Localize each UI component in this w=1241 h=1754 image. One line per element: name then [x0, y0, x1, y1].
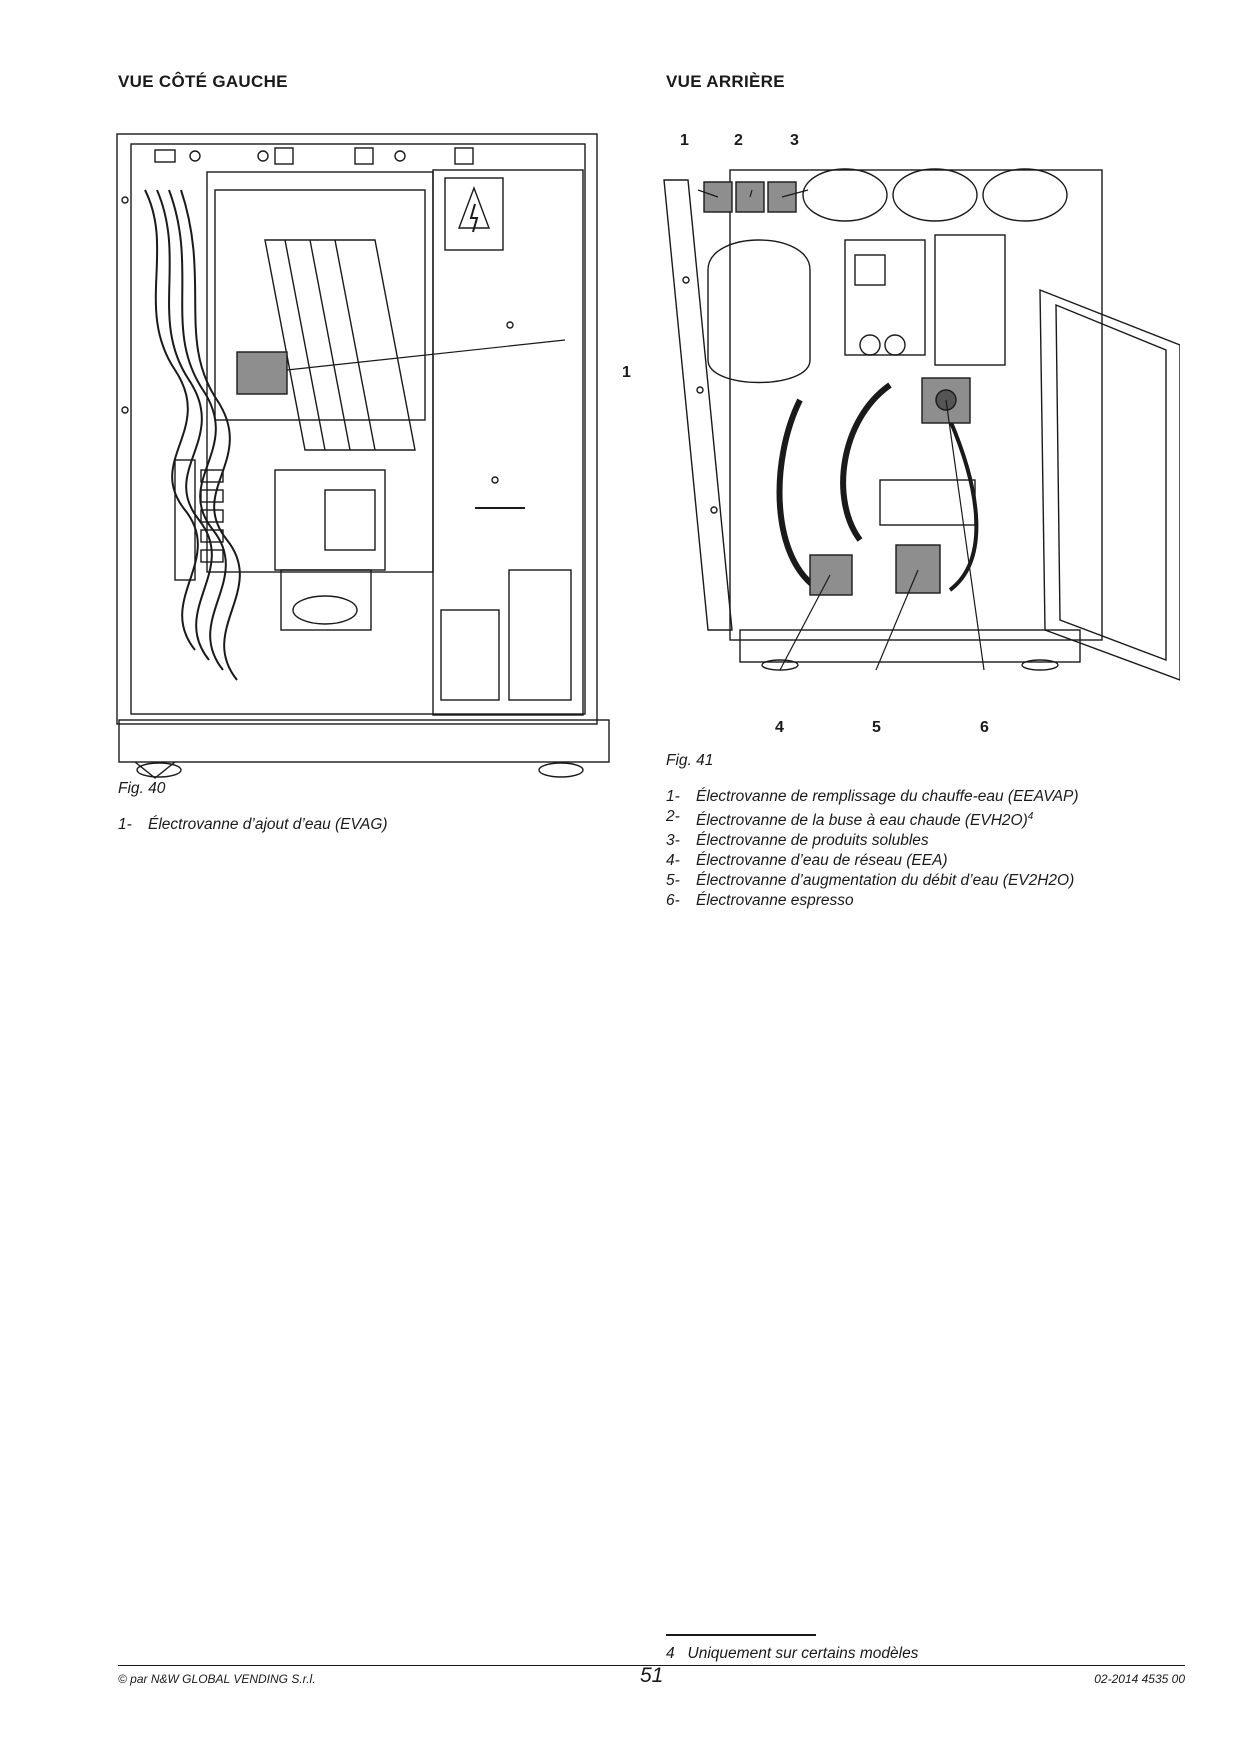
footnote: 4 Uniquement sur certains modèles [666, 1645, 918, 1663]
left-legend: 1- Électrovanne d’ajout d’eau (EVAG) [118, 815, 388, 835]
legend-number: 4- [666, 852, 680, 870]
legend-text: Électrovanne d’eau de réseau (EEA) [696, 852, 948, 870]
right-legend: 1- Électrovanne de remplissage du chauff… [666, 787, 1079, 911]
legend-number: 5- [666, 872, 680, 890]
legend-number: 3- [666, 832, 680, 850]
right-callout-5: 5 [872, 719, 881, 736]
right-callout-6: 6 [980, 719, 989, 736]
right-legend-item: 5- Électrovanne d’augmentation du débit … [666, 871, 1079, 891]
left-figure-caption: Fig. 40 [118, 780, 166, 797]
right-figure-caption: Fig. 41 [666, 752, 714, 769]
right-legend-item: 1- Électrovanne de remplissage du chauff… [666, 787, 1079, 807]
right-callout-3: 3 [790, 132, 799, 149]
left-legend-item: 1- Électrovanne d’ajout d’eau (EVAG) [118, 815, 388, 835]
footer-copyright: © par N&W GLOBAL VENDING S.r.l. [118, 1672, 316, 1686]
right-callout-1: 1 [680, 132, 689, 149]
footer-divider [118, 1665, 1185, 1666]
legend-number: 1- [118, 816, 132, 833]
legend-text: Électrovanne d’ajout d’eau (EVAG) [148, 816, 388, 833]
legend-text: Électrovanne de produits solubles [696, 832, 929, 850]
legend-text: Électrovanne de la buse à eau chaude (EV… [696, 812, 1028, 830]
legend-number: 6- [666, 892, 680, 910]
legend-number: 2- [666, 808, 680, 825]
right-callout-4: 4 [775, 719, 784, 736]
right-heading: VUE ARRIÈRE [666, 72, 785, 91]
right-legend-item: 4- Électrovanne d’eau de réseau (EEA) [666, 851, 1079, 871]
right-legend-item: 3- Électrovanne de produits solubles [666, 831, 1079, 851]
left-heading: VUE CÔTÉ GAUCHE [118, 72, 288, 91]
left-side-view-illustration [115, 130, 615, 780]
left-callout-1: 1 [622, 364, 631, 381]
footnote-divider [666, 1634, 816, 1636]
footnote-number: 4 [666, 1645, 675, 1662]
page-number: 51 [640, 1664, 664, 1687]
legend-number: 1- [666, 788, 680, 805]
rear-view-illustration [660, 160, 1180, 725]
legend-text: Électrovanne espresso [696, 892, 854, 910]
right-legend-item: 2- Électrovanne de la buse à eau chaude … [666, 807, 1079, 831]
footnote-text: Uniquement sur certains modèles [687, 1645, 919, 1662]
right-legend-item: 6- Électrovanne espresso [666, 891, 1079, 911]
legend-text: Électrovanne d’augmentation du débit d’e… [696, 872, 1075, 890]
document-reference: 02-2014 4535 00 [1094, 1672, 1185, 1686]
footnote-ref: 4 [1027, 811, 1034, 822]
right-callout-2: 2 [734, 132, 743, 149]
legend-text: Électrovanne de remplissage du chauffe-e… [696, 788, 1079, 805]
